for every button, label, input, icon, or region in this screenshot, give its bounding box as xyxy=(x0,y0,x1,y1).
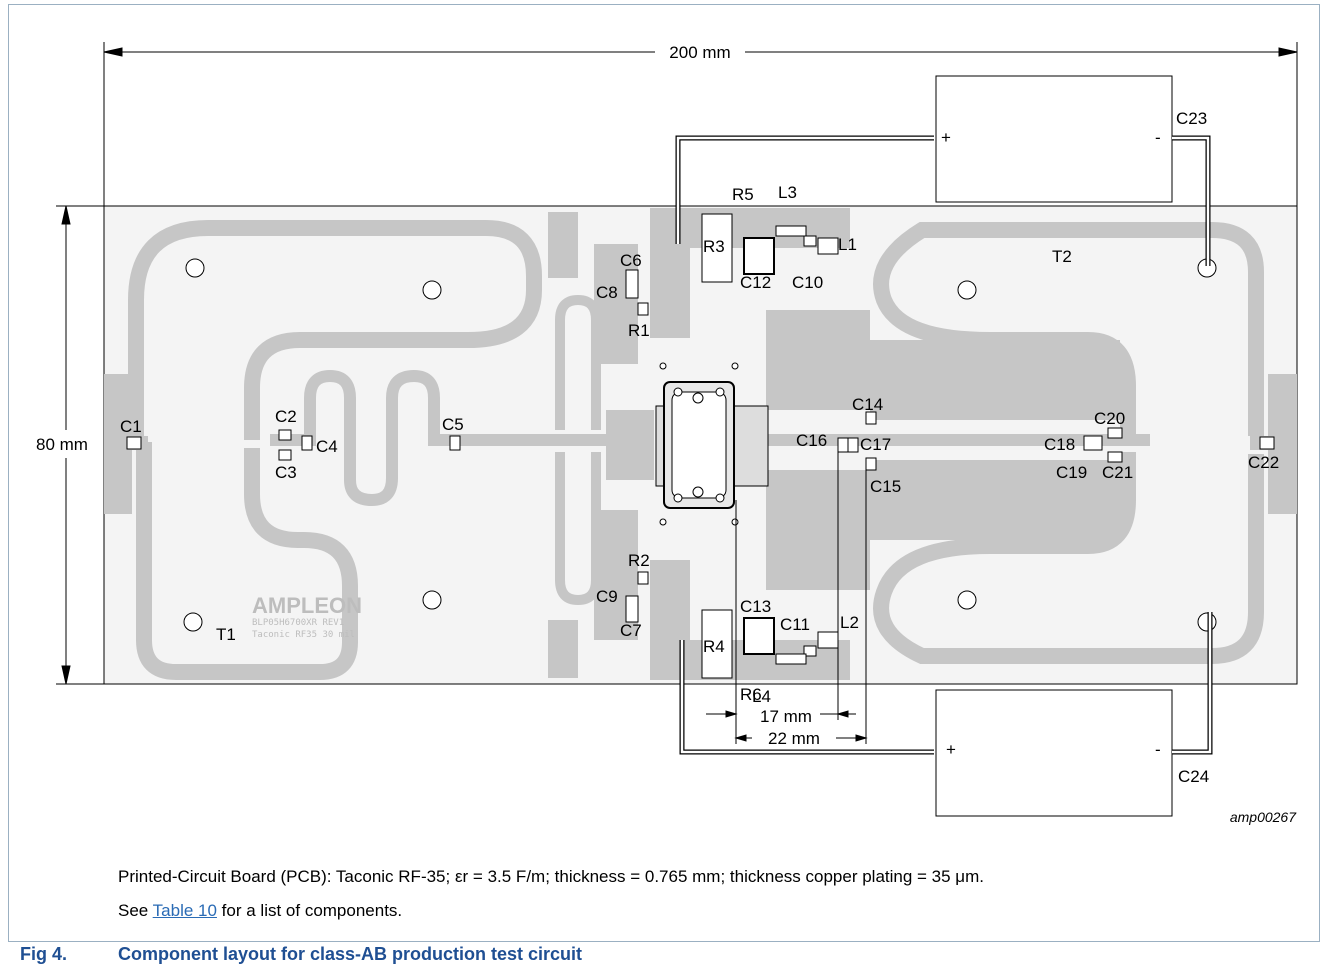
label-r1: R1 xyxy=(628,321,650,340)
label-c16: C16 xyxy=(796,431,827,450)
label-r5: R5 xyxy=(732,185,754,204)
label-c1: C1 xyxy=(120,417,142,436)
c24-plus-sign: + xyxy=(946,740,956,759)
label-c19: C19 xyxy=(1056,463,1087,482)
supply-wire-inner xyxy=(676,136,1212,754)
height-label: 80 mm xyxy=(36,435,88,454)
caption-prefix: See xyxy=(118,901,153,920)
figure-frame xyxy=(8,4,1320,942)
c23-minus-sign: - xyxy=(1155,128,1161,147)
label-c22: C22 xyxy=(1248,453,1279,472)
label-c4: C4 xyxy=(316,437,338,456)
label-c7: C7 xyxy=(620,621,642,640)
label-c2: C2 xyxy=(275,407,297,426)
label-c11: C11 xyxy=(780,615,810,634)
board-marking-line2: Taconic RF35 30 mil xyxy=(252,630,355,640)
label-c12: C12 xyxy=(740,273,771,292)
board-brand-logo: AMPLEON xyxy=(252,593,362,618)
resistor-r3-body xyxy=(701,213,733,283)
label-c17: C17 xyxy=(860,435,891,454)
input-matching-line xyxy=(270,369,610,507)
transistor-package xyxy=(655,362,769,526)
board-marking-line1: BLP05H6700XR REV1 xyxy=(252,618,344,628)
width-label: 200 mm xyxy=(669,43,730,62)
transformer-t1-lower xyxy=(136,442,358,680)
gate-bias-area xyxy=(548,212,654,678)
figure-title: Component layout for class-AB production… xyxy=(118,944,583,964)
c24-minus-sign: - xyxy=(1155,740,1161,759)
label-c18: C18 xyxy=(1044,435,1075,454)
drawing-code: amp00267 xyxy=(1230,809,1297,825)
label-l2: L2 xyxy=(840,613,859,632)
table-10-link[interactable]: Table 10 xyxy=(152,901,217,920)
caption-components-note: See Table 10 for a list of components. xyxy=(118,900,402,922)
label-c6: C6 xyxy=(620,251,642,270)
caption-pcb-spec: Printed-Circuit Board (PCB): Taconic RF-… xyxy=(118,867,984,886)
label-c21: C21 xyxy=(1102,463,1133,482)
label-c15: C15 xyxy=(870,477,901,496)
spacing-label-22: 22 mm xyxy=(768,729,820,748)
transformer-t2-lower xyxy=(873,452,1264,664)
label-l1: L1 xyxy=(838,235,857,254)
capacitor-c12-body xyxy=(743,237,775,275)
resistor-r4-body xyxy=(701,609,733,679)
label-r6: R6 xyxy=(740,685,762,704)
label-c3: C3 xyxy=(275,463,297,482)
label-c13: C13 xyxy=(740,597,771,616)
spacing-label-17: 17 mm xyxy=(760,707,812,726)
label-c23: C23 xyxy=(1176,109,1207,128)
label-l3: L3 xyxy=(778,183,797,202)
label-r2: R2 xyxy=(628,551,650,570)
spacing-dimension xyxy=(706,452,868,744)
transformer-t2-upper xyxy=(873,222,1264,440)
label-r3: R3 xyxy=(703,237,725,256)
width-dimension xyxy=(103,42,1298,206)
label-c24: C24 xyxy=(1178,767,1209,786)
caption-suffix: for a list of components. xyxy=(216,901,403,920)
label-c8: C8 xyxy=(596,283,618,302)
label-t2: T2 xyxy=(1052,247,1072,266)
c23-plus-sign: + xyxy=(941,128,951,147)
pcb-layout-drawing: 200 mm 80 mm xyxy=(36,42,1298,825)
figure-number: Fig 4. xyxy=(20,944,68,964)
label-t1: T1 xyxy=(216,625,236,644)
capacitor-c23-body xyxy=(935,75,1173,203)
height-dimension xyxy=(56,205,104,685)
label-c14: C14 xyxy=(852,395,883,414)
transformer-t1-upper xyxy=(128,220,542,440)
capacitor-c24-body xyxy=(935,689,1173,817)
drain-area xyxy=(650,208,1120,680)
label-c5: C5 xyxy=(442,415,464,434)
figure-caption: Fig 4. Component layout for class-AB pro… xyxy=(0,942,1327,970)
label-c10: C10 xyxy=(792,273,823,292)
capacitor-c13-body xyxy=(743,617,775,655)
label-c9: C9 xyxy=(596,587,618,606)
label-r4: R4 xyxy=(703,637,725,656)
label-l4: L4 xyxy=(752,687,771,706)
label-c20: C20 xyxy=(1094,409,1125,428)
component-labels: C1 C2 C3 C4 C5 C6 C7 C8 C9 C10 C11 C12 C… xyxy=(120,183,1279,706)
smd-component xyxy=(126,225,1275,665)
